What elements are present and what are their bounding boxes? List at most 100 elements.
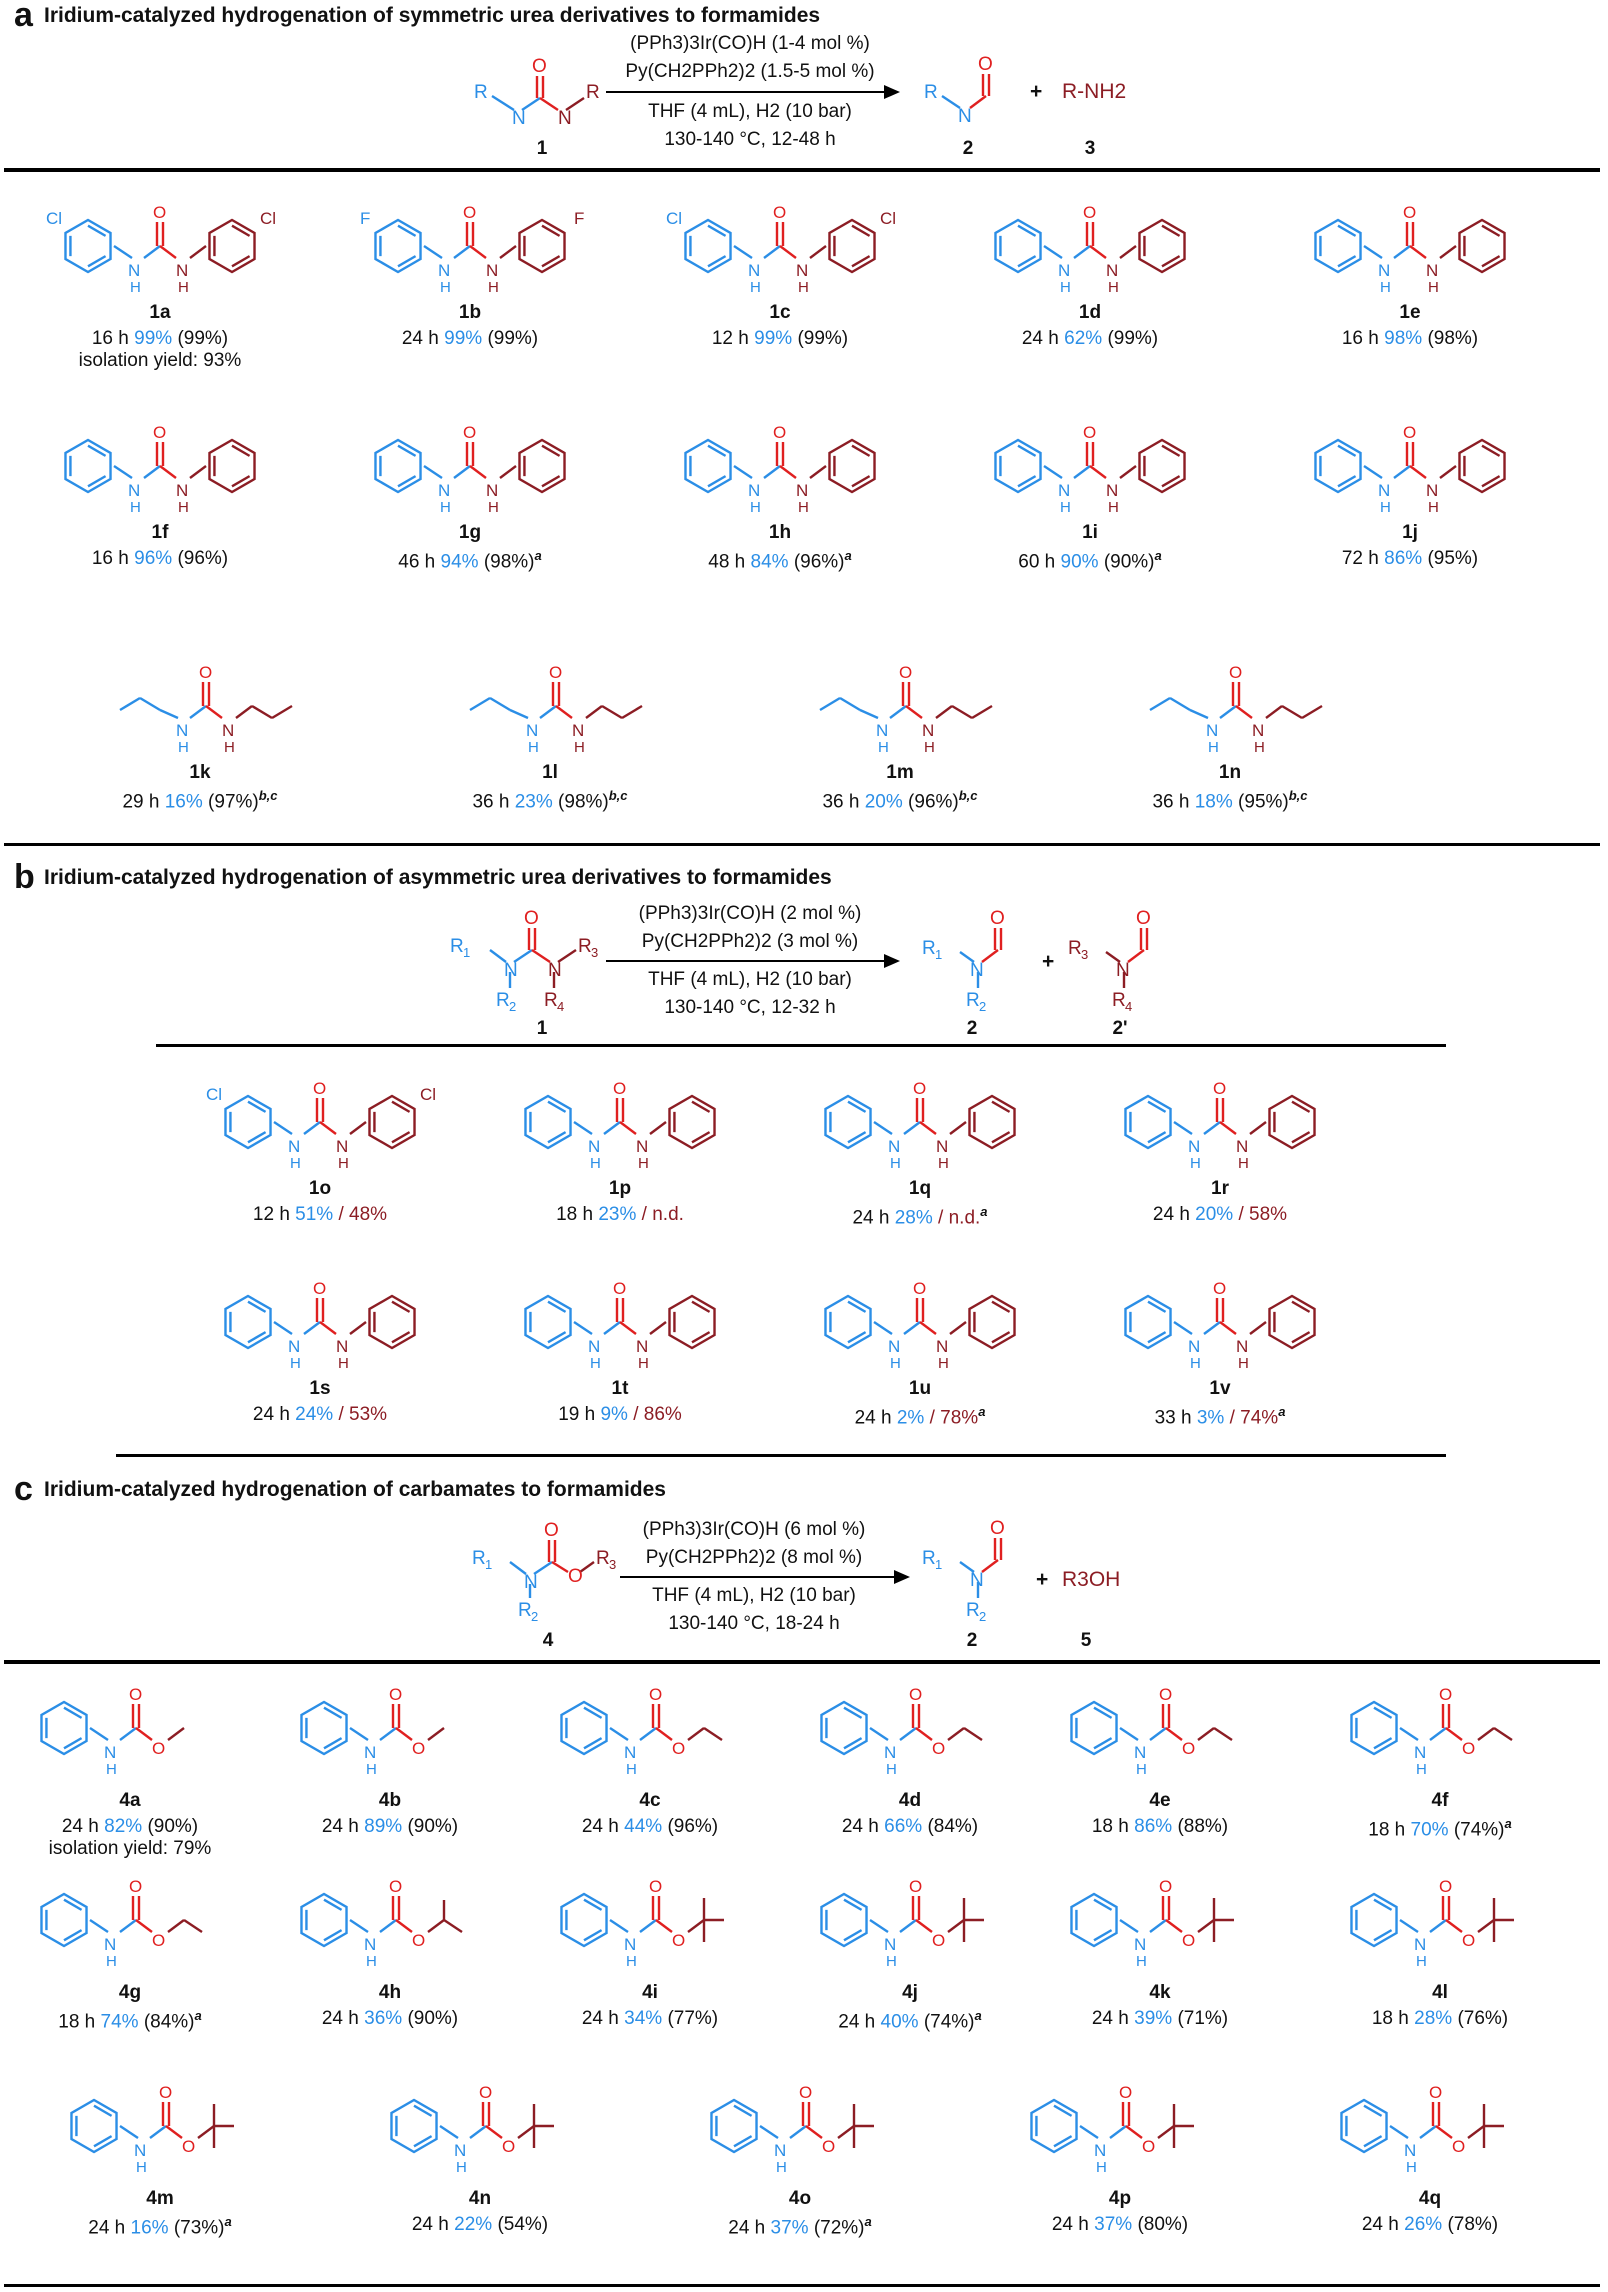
compound-label: 4m (146, 2188, 174, 2209)
svg-text:Cl: Cl (260, 209, 276, 228)
reaction-time: 16 h (1341, 328, 1385, 349)
svg-text:O: O (313, 1079, 326, 1098)
compound-result: 33 h 3% / 74%a (1080, 1404, 1360, 1429)
svg-text:N: N (1058, 261, 1070, 280)
scheme-b-product2-label: 2' (1112, 1018, 1128, 1039)
svg-text:H: H (750, 499, 761, 516)
svg-text:H: H (638, 1355, 649, 1372)
conversion-value: (72%) (813, 2217, 865, 2239)
scheme-c-conditions-below: THF (4 mL), H2 (10 bar) 130-140 °C, 18-2… (604, 1582, 904, 1638)
reaction-time: 24 h (401, 328, 445, 349)
svg-text:N: N (958, 106, 972, 127)
svg-text:N: N (134, 2141, 146, 2160)
yield-value: 37% (1094, 2214, 1138, 2235)
svg-text:N: N (504, 960, 518, 981)
yield-formamide-2: 2% (896, 1407, 930, 1429)
svg-text:H: H (1060, 279, 1071, 296)
conversion-value: (78%) (1447, 2214, 1499, 2235)
svg-text:H: H (938, 1155, 949, 1172)
svg-text:O: O (568, 1566, 583, 1587)
svg-text:N: N (922, 721, 934, 740)
svg-text:4: 4 (1125, 999, 1132, 1014)
section-a-bottom-rule (4, 843, 1600, 846)
svg-text:O: O (544, 1520, 559, 1541)
yield-value: 86% (1384, 548, 1428, 569)
compound-label: 1m (886, 762, 914, 783)
svg-text:H: H (1136, 1761, 1147, 1778)
svg-text:O: O (1429, 2083, 1442, 2102)
scheme-c-condition-1: (PPh3)3Ir(CO)H (6 mol %) (642, 1519, 866, 1540)
svg-text:O: O (672, 1931, 685, 1950)
svg-text:O: O (990, 1518, 1005, 1539)
reaction-time: 24 h (1361, 2214, 1405, 2235)
svg-text:N: N (572, 721, 584, 740)
svg-text:R: R (966, 1600, 980, 1621)
yield-separator: / (1229, 1407, 1241, 1429)
svg-text:R: R (544, 990, 558, 1011)
conversion-value: (96%) (793, 551, 845, 573)
svg-text:O: O (978, 54, 993, 75)
svg-text:H: H (1096, 2159, 1107, 2176)
conversion-value: (95%) (1427, 548, 1479, 569)
yield-separator: / (641, 1204, 653, 1225)
conversion-value: (84%) (927, 1816, 979, 1837)
svg-text:N: N (1414, 1935, 1426, 1954)
svg-text:N: N (748, 481, 760, 500)
conversion-value: (95%) (1238, 791, 1289, 813)
svg-text:O: O (909, 1685, 922, 1704)
svg-text:N: N (876, 721, 888, 740)
yield-value: 98% (1384, 328, 1428, 349)
svg-text:H: H (890, 1155, 901, 1172)
svg-text:H: H (590, 1355, 601, 1372)
footnote-marker: a (1278, 1404, 1286, 1419)
svg-text:N: N (1188, 1137, 1200, 1156)
compound-label: 1e (1399, 302, 1421, 323)
reaction-time: 19 h (558, 1404, 601, 1425)
yield-formamide-2: 51% (295, 1204, 339, 1225)
svg-text:N: N (1106, 261, 1118, 280)
svg-text:H: H (1108, 499, 1119, 516)
conversion-value: (80%) (1137, 2214, 1189, 2235)
conversion-value: (74%) (923, 2011, 975, 2033)
svg-text:O: O (1462, 1931, 1475, 1950)
footnote-marker: a (194, 2008, 202, 2023)
svg-text:3: 3 (591, 945, 598, 960)
footnote-marker: a (974, 2008, 982, 2023)
svg-text:O: O (1213, 1079, 1226, 1098)
svg-text:N: N (888, 1137, 900, 1156)
reaction-time: 29 h (122, 791, 165, 813)
svg-text:N: N (884, 1743, 896, 1762)
conversion-value: (98%) (483, 551, 535, 573)
yield-formamide-2: 24% (295, 1404, 339, 1425)
svg-text:N: N (336, 1137, 348, 1156)
svg-text:O: O (1142, 2137, 1155, 2156)
svg-text:O: O (1159, 1877, 1172, 1896)
svg-text:H: H (890, 1355, 901, 1372)
reaction-time: 24 h (581, 1816, 625, 1837)
svg-text:H: H (938, 1355, 949, 1372)
yield-value: 94% (440, 551, 484, 573)
yield-formamide-2: 20% (1195, 1204, 1239, 1225)
svg-text:H: H (366, 1761, 377, 1778)
svg-text:O: O (909, 1877, 922, 1896)
svg-text:N: N (104, 1935, 116, 1954)
compound-label: 1a (149, 302, 171, 323)
svg-text:O: O (159, 2083, 172, 2102)
svg-text:Cl: Cl (206, 1085, 222, 1104)
svg-text:H: H (136, 2159, 147, 2176)
